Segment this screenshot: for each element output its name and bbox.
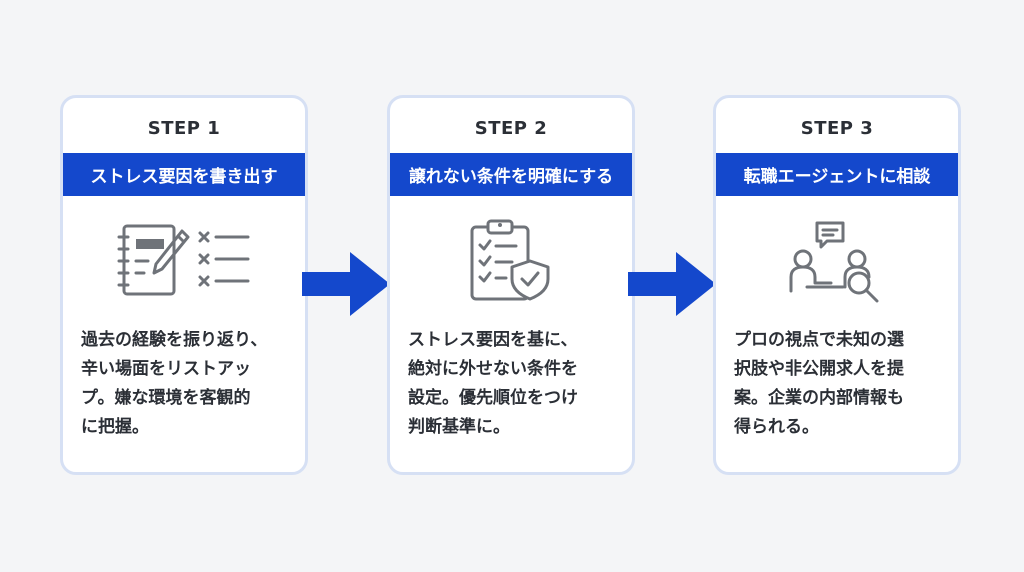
step-2-label: STEP 2 bbox=[474, 118, 548, 139]
arrow-right-icon bbox=[302, 252, 390, 316]
step-3-card: STEP 3 転職エージェントに相談 プロの視点で未知の選 択肢や非公開求人を提… bbox=[713, 95, 961, 475]
step-1-title: ストレス要因を書き出す bbox=[63, 153, 305, 196]
step-2-title: 譲れない条件を明確にする bbox=[390, 153, 632, 196]
step-3-title: 転職エージェントに相談 bbox=[716, 153, 958, 196]
step-1-card: STEP 1 ストレス要因を書き出す 過去の経験を振り返り、 辛い場面をリストア… bbox=[60, 95, 308, 475]
notebook-checklist-icon bbox=[117, 224, 250, 296]
step-3-label: STEP 3 bbox=[800, 118, 874, 139]
step-1-label: STEP 1 bbox=[147, 118, 221, 139]
consultation-icon bbox=[789, 221, 879, 303]
arrow-right-icon bbox=[628, 252, 716, 316]
step-2-description: ストレス要因を基に、 絶対に外せない条件を 設定。優先順位をつけ 判断基準に。 bbox=[408, 330, 578, 437]
clipboard-shield-icon bbox=[470, 219, 550, 301]
step-1-description: 過去の経験を振り返り、 辛い場面をリストアッ プ。嫌な環境を客観的 に把握。 bbox=[81, 330, 268, 437]
step-2-card: STEP 2 譲れない条件を明確にする ストレス要因を基に、 絶対に外せない条件… bbox=[387, 95, 635, 475]
step-3-description: プロの視点で未知の選 択肢や非公開求人を提 案。企業の内部情報も 得られる。 bbox=[734, 330, 904, 437]
